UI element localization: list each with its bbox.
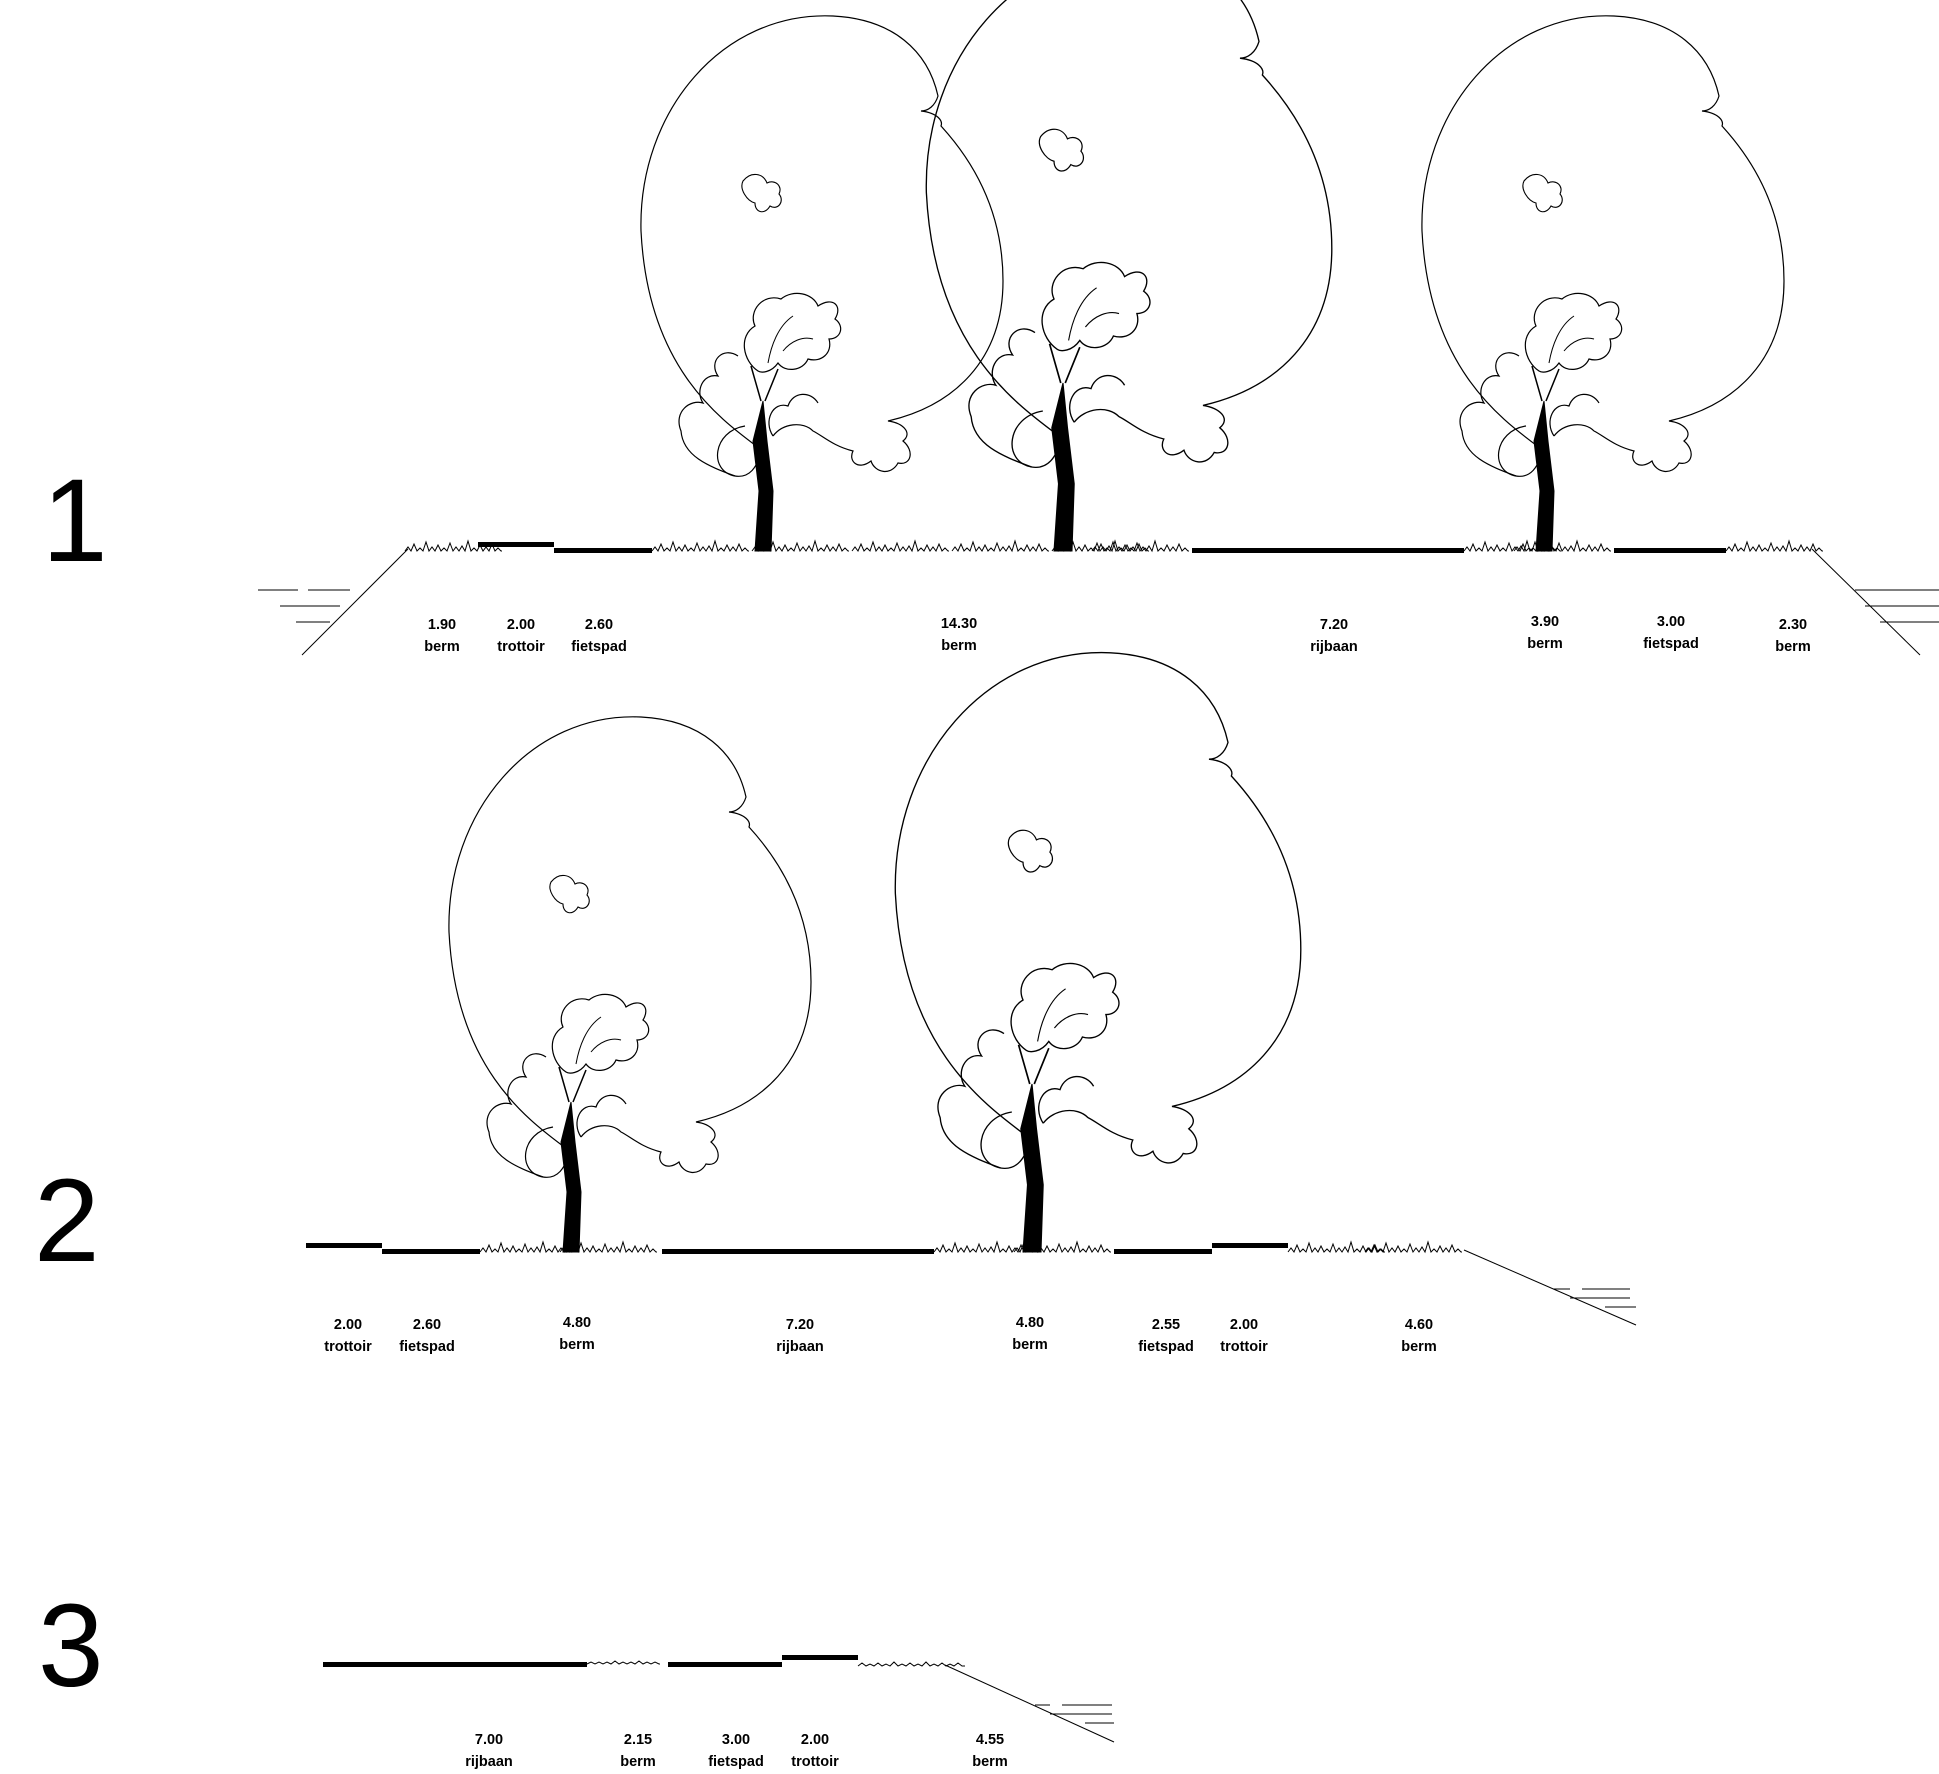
water-right-1 [1855, 589, 1939, 623]
tree-2a [448, 716, 812, 1253]
seg-1-0-name: berm [424, 639, 459, 655]
seg-2-6-width: 2.00 [1230, 1317, 1258, 1333]
seg-2-0-name: trottoir [324, 1339, 372, 1355]
seg-3-1-width: 2.15 [624, 1732, 652, 1748]
seg-2-5-width: 2.55 [1152, 1317, 1180, 1333]
seg-1-1-name: trottoir [497, 639, 545, 655]
seg-2-1-name: fietspad [399, 1339, 455, 1355]
section-number-3: 3 [38, 1580, 104, 1712]
seg-1-3-name: berm [941, 638, 976, 654]
ground-surfaces-2 [306, 1241, 1463, 1254]
seg-2-7-name: berm [1401, 1339, 1436, 1355]
seg-3-3-name: trottoir [791, 1754, 839, 1770]
seg-1-2-width: 2.60 [585, 617, 613, 633]
seg-3-0-width: 7.00 [475, 1732, 503, 1748]
cross-section-3: 7.00 rijbaan 2.15 berm 3.00 fietspad 2.0… [323, 1655, 1115, 1770]
seg-2-6-name: trottoir [1220, 1339, 1268, 1355]
seg-2-0-width: 2.00 [334, 1317, 362, 1333]
embankment-right-3 [944, 1664, 1115, 1743]
seg-3-4-width: 4.55 [976, 1732, 1004, 1748]
cross-section-1: 1.90 berm 2.00 trottoir 2.60 fietspad 14… [258, 0, 1939, 656]
water-left-1 [258, 589, 350, 623]
seg-2-4-width: 4.80 [1016, 1315, 1044, 1331]
tree-1c [1421, 15, 1785, 552]
cross-section-2: 2.00 trottoir 2.60 fietspad 4.80 berm 7.… [306, 651, 1637, 1355]
seg-1-6-width: 3.00 [1657, 614, 1685, 630]
seg-2-1-width: 2.60 [413, 1317, 441, 1333]
seg-1-3-width: 14.30 [941, 616, 977, 632]
seg-1-6-name: fietspad [1643, 636, 1699, 652]
tree-1a [640, 15, 1004, 552]
seg-1-1-width: 2.00 [507, 617, 535, 633]
seg-2-7-width: 4.60 [1405, 1317, 1433, 1333]
seg-1-4-name: rijbaan [1310, 639, 1358, 655]
tree-2b [894, 651, 1302, 1253]
seg-2-5-name: fietspad [1138, 1339, 1194, 1355]
segment-labels-3: 7.00 rijbaan 2.15 berm 3.00 fietspad 2.0… [465, 1732, 1008, 1770]
seg-3-1-name: berm [620, 1754, 655, 1770]
seg-3-3-width: 2.00 [801, 1732, 829, 1748]
seg-1-2-name: fietspad [571, 639, 627, 655]
seg-2-3-width: 7.20 [786, 1317, 814, 1333]
tree-1b [925, 0, 1333, 552]
water-right-2 [1553, 1288, 1636, 1308]
seg-3-2-name: fietspad [708, 1754, 764, 1770]
seg-2-4-name: berm [1012, 1337, 1047, 1353]
seg-1-5-name: berm [1527, 636, 1562, 652]
seg-1-5-width: 3.90 [1531, 614, 1559, 630]
seg-2-2-name: berm [559, 1337, 594, 1353]
segment-labels-1: 1.90 berm 2.00 trottoir 2.60 fietspad 14… [424, 614, 1810, 655]
ground-surfaces-3 [323, 1655, 965, 1667]
seg-3-0-name: rijbaan [465, 1754, 513, 1770]
seg-2-2-width: 4.80 [563, 1315, 591, 1331]
embankment-right-2 [1463, 1249, 1637, 1326]
seg-3-4-name: berm [972, 1754, 1007, 1770]
seg-1-7-width: 2.30 [1779, 617, 1807, 633]
section-number-2: 2 [34, 1155, 100, 1287]
water-right-3 [1035, 1704, 1114, 1724]
seg-1-0-width: 1.90 [428, 617, 456, 633]
seg-1-4-width: 7.20 [1320, 617, 1348, 633]
segment-labels-2: 2.00 trottoir 2.60 fietspad 4.80 berm 7.… [324, 1315, 1436, 1355]
section-number-1: 1 [42, 455, 108, 587]
seg-3-2-width: 3.00 [722, 1732, 750, 1748]
ground-surfaces-1 [404, 540, 1824, 553]
seg-2-3-name: rijbaan [776, 1339, 824, 1355]
embankment-right-1 [1811, 548, 1921, 656]
seg-1-7-name: berm [1775, 639, 1810, 655]
embankment-left-1 [301, 548, 409, 656]
